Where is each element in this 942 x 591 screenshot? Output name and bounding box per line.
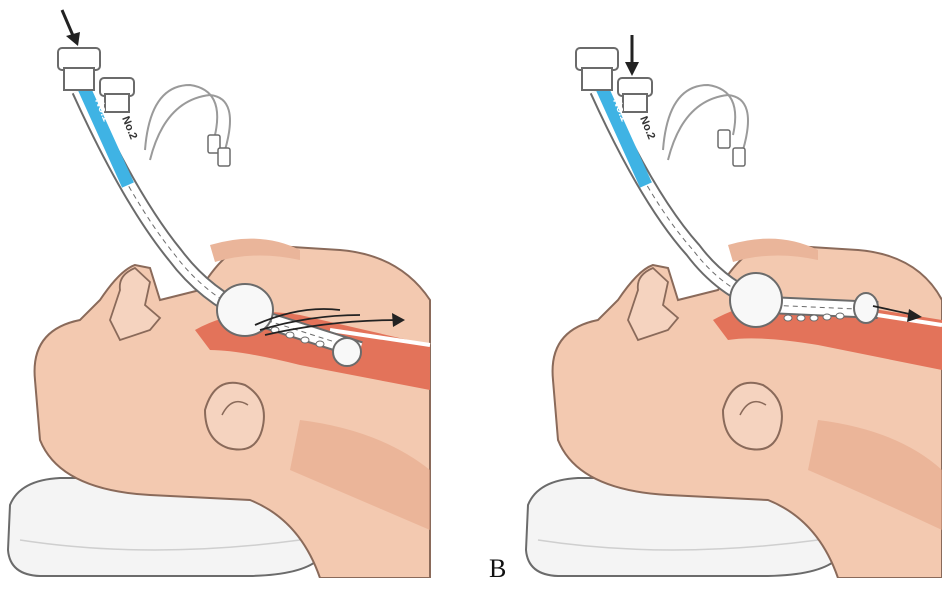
panel-a-svg: No.1 No.2: [0, 0, 440, 578]
ear: [723, 383, 782, 450]
tube-1-connector: [576, 48, 618, 90]
pharyngeal-cuff: [730, 273, 782, 327]
tube-1-connector: [58, 48, 100, 90]
panel-b-caption: B: [489, 556, 506, 582]
tube-2-label: No.2: [119, 115, 139, 142]
push-arrowhead: [66, 32, 80, 46]
tube-2-label: No.2: [637, 115, 657, 142]
pilot-valves: [718, 130, 745, 166]
illustration-panel-b: No.1 No.2: [518, 0, 942, 578]
ear: [205, 383, 264, 450]
distal-cuff: [333, 338, 361, 366]
panel-b-svg: No.1 No.2: [518, 0, 942, 578]
distal-cuff: [854, 293, 878, 323]
push-arrowhead: [625, 62, 639, 76]
illustration-panel-a: No.1 No.2: [0, 0, 440, 578]
push-arrow-line: [62, 10, 74, 38]
